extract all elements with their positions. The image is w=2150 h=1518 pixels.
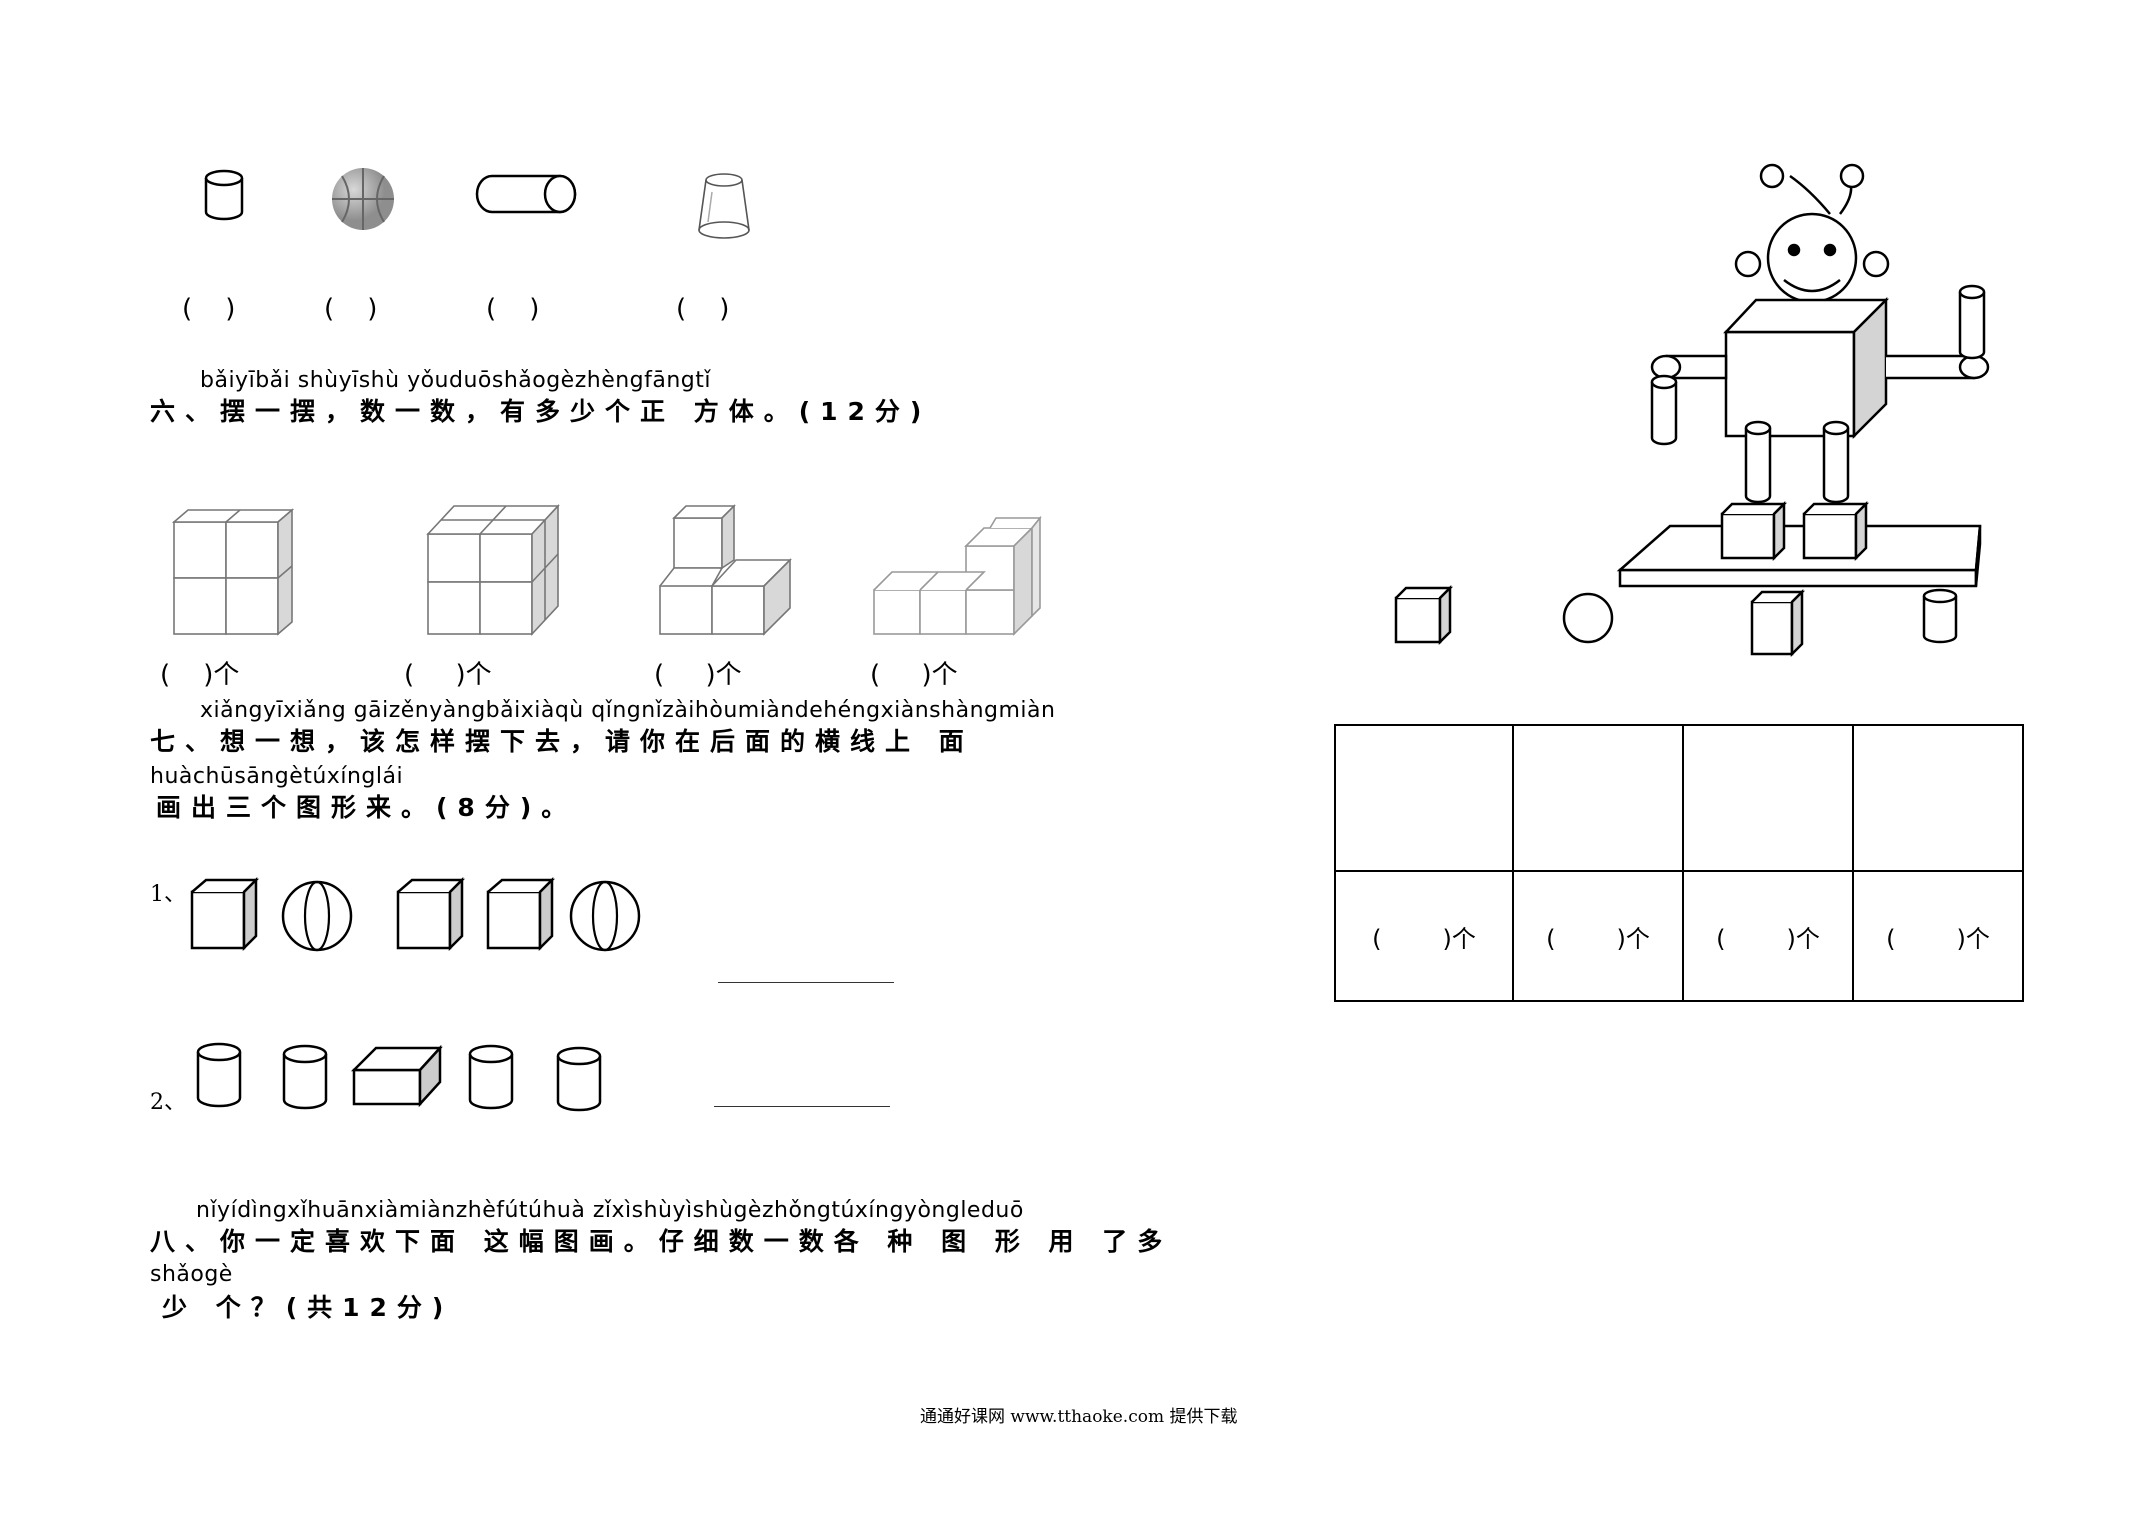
table-row	[1334, 724, 2024, 872]
q6-answer-1[interactable]: ( )个	[160, 660, 240, 690]
q7-answer-line-1[interactable]	[718, 982, 894, 983]
q7-pinyin-2: huàchūsāngètúxínglái	[150, 764, 404, 789]
q7-pattern-2	[196, 1042, 602, 1112]
q7-item-1-label: 1、	[150, 882, 186, 907]
cup-icon	[698, 173, 750, 239]
cube-stack-2	[426, 503, 560, 637]
count-answer-1[interactable]: ( )个	[1334, 870, 1514, 1002]
cube-stack-4	[873, 515, 1042, 636]
cube-stack-3	[659, 504, 792, 636]
q6-text: 六、摆一摆，数一数，有多少个正 方体。(12分)	[150, 397, 932, 426]
blank-shape-3[interactable]: ( )	[486, 294, 540, 324]
blank-shape-1[interactable]: ( )	[182, 294, 236, 324]
q7-pattern-1	[190, 876, 641, 952]
q7-pinyin-1: xiǎngyīxiǎng gāizěnyàngbǎixiàqù qǐngnǐzà…	[200, 698, 1056, 723]
basketball-icon	[332, 168, 394, 230]
blank-shape-4[interactable]: ( )	[676, 294, 730, 324]
q8-pinyin-1: nǐyídìngxǐhuānxiàmiànzhèfútúhuà zǐxìshùy…	[196, 1198, 1024, 1223]
q7-answer-line-2[interactable]	[714, 1106, 890, 1107]
q8-text-2: 少 个？(共12分)	[162, 1293, 454, 1322]
shape-picture-cell-2	[1512, 724, 1684, 872]
table-row: ( )个 ( )个 ( )个 ( )个	[1334, 870, 2024, 1002]
q7-text-1: 七、想一想，该怎样摆下去，请你在后面的横线上 面	[150, 727, 974, 756]
count-answer-3[interactable]: ( )个	[1682, 870, 1854, 1002]
footer-credit: 通通好课网 www.tthaoke.com 提供下载	[920, 1407, 1238, 1427]
q6-answer-2[interactable]: ( )个	[404, 660, 492, 690]
q6-answer-3[interactable]: ( )个	[654, 660, 742, 690]
blank-shape-2[interactable]: ( )	[324, 294, 378, 324]
shape-picture-cell-4	[1852, 724, 2024, 872]
shape-picture-cell-1	[1334, 724, 1514, 872]
cube-stack-1	[171, 508, 295, 636]
shape-count-table: ( )个 ( )个 ( )个 ( )个	[1334, 724, 2024, 1002]
q8-text-1: 八、你一定喜欢下面 这幅图画。仔细数一数各 种 图 形 用 了多	[150, 1227, 1173, 1256]
horizontal-cylinder-icon	[475, 174, 577, 214]
shape-picture-cell-3	[1682, 724, 1854, 872]
count-answer-4[interactable]: ( )个	[1852, 870, 2024, 1002]
q6-pinyin: bǎiyībǎi shùyīshù yǒuduōshǎogèzhèngfāngt…	[200, 368, 712, 393]
robot-picture	[1394, 163, 1990, 658]
q6-answer-4[interactable]: ( )个	[870, 660, 958, 690]
count-answer-2[interactable]: ( )个	[1512, 870, 1684, 1002]
q7-text-2: 画出三个图形来。(8分)。	[156, 793, 577, 822]
cylinder-icon	[204, 169, 244, 221]
q7-item-2-label: 2、	[150, 1090, 186, 1115]
q8-pinyin-2: shǎogè	[150, 1262, 233, 1287]
